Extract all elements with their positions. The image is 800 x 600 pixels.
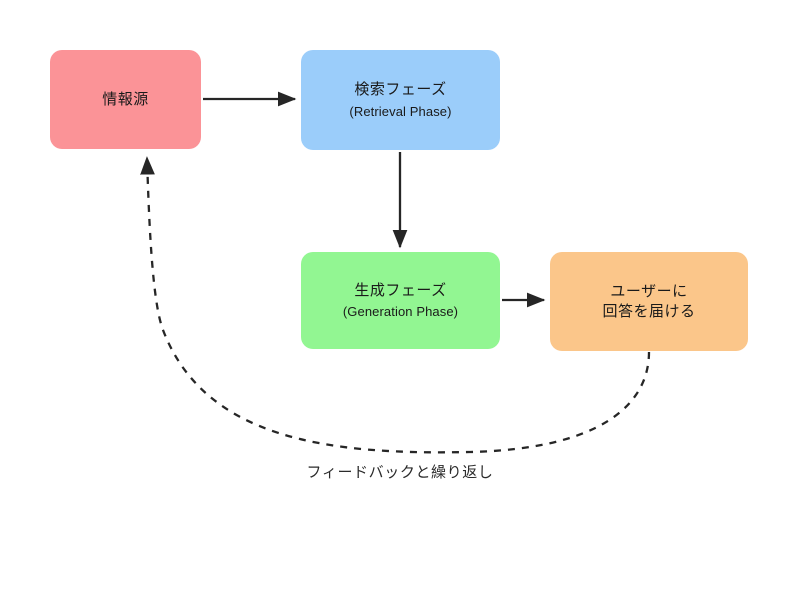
node-retrieval-subtitle: (Retrieval Phase) (349, 103, 452, 119)
node-deliver[interactable]: ユーザーに 回答を届ける (550, 252, 748, 351)
feedback-loop-label: フィードバックと繰り返し (306, 464, 494, 481)
node-retrieval[interactable]: 検索フェーズ (Retrieval Phase) (301, 50, 500, 150)
node-deliver-title: ユーザーに 回答を届ける (602, 282, 696, 320)
node-source-title: 情報源 (102, 90, 149, 108)
node-generation[interactable]: 生成フェーズ (Generation Phase) (301, 252, 500, 349)
node-source[interactable]: 情報源 (50, 50, 201, 149)
node-generation-subtitle: (Generation Phase) (342, 304, 459, 320)
node-retrieval-title: 検索フェーズ (354, 81, 447, 99)
node-generation-title: 生成フェーズ (354, 281, 447, 299)
